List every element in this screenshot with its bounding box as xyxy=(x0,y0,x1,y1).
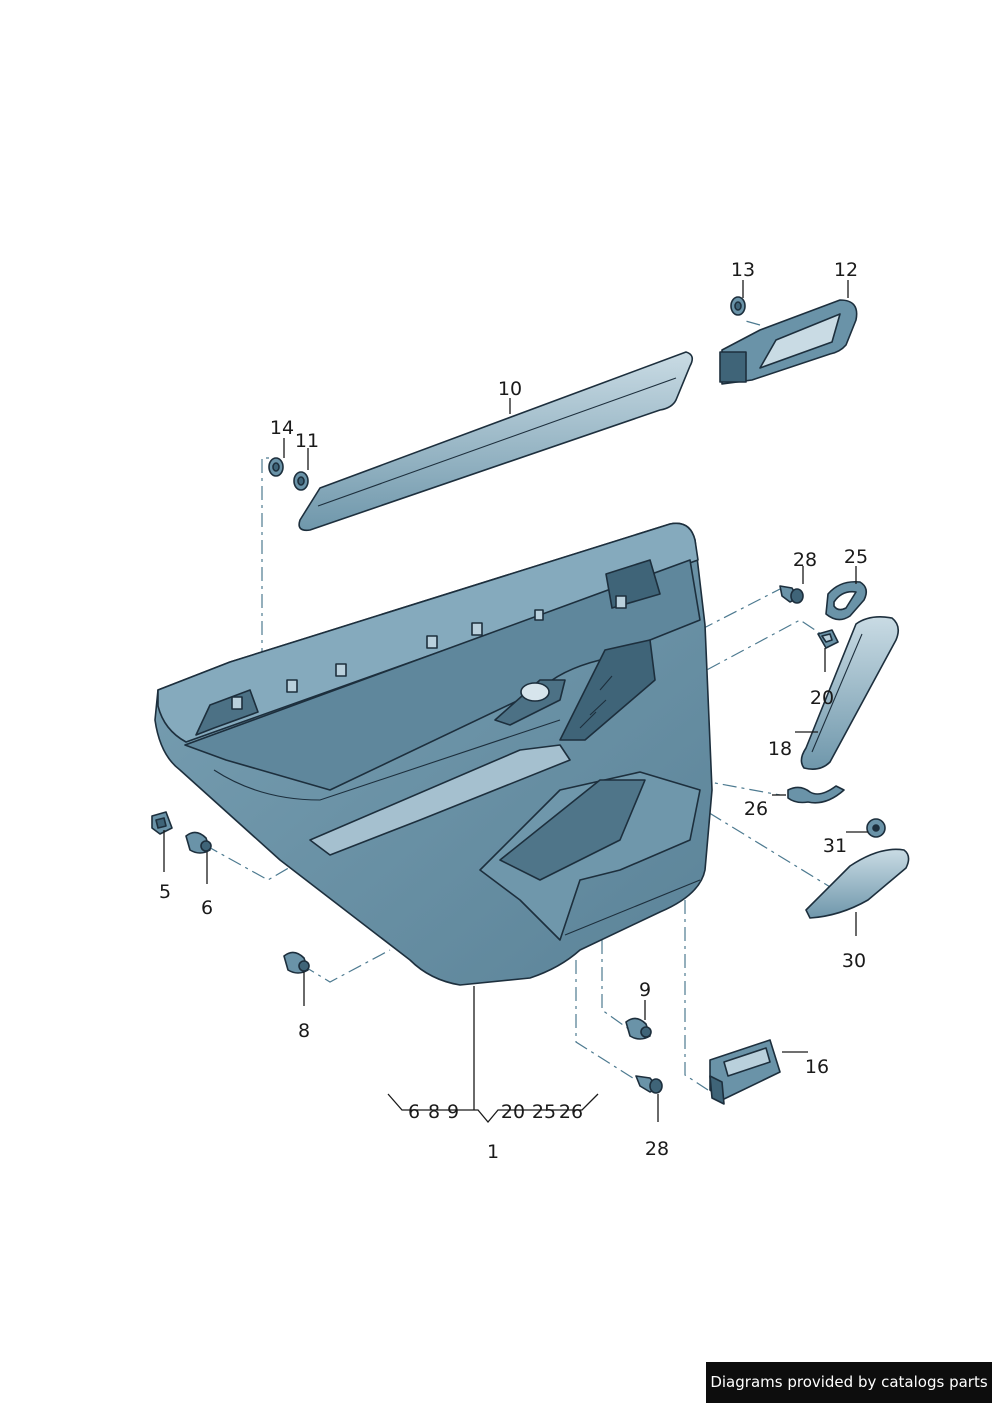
upper-trim-strip xyxy=(298,351,694,532)
credit-banner: Diagrams provided by catalogs parts xyxy=(706,1362,992,1403)
door-trim-panel xyxy=(154,522,713,986)
callout-26-right: 26 xyxy=(744,798,768,820)
assembly-ref-8: 8 xyxy=(428,1101,440,1123)
callout-14: 14 xyxy=(270,417,294,439)
assembly-ref-26: 26 xyxy=(559,1101,583,1123)
callout-1: 1 xyxy=(487,1141,499,1163)
callout-11: 11 xyxy=(295,430,319,452)
clip-9 xyxy=(625,1017,652,1040)
leader-lines xyxy=(163,280,868,1124)
callout-9: 9 xyxy=(639,979,651,1001)
assembly-ref-20: 20 xyxy=(501,1101,525,1123)
clip-20 xyxy=(817,629,839,649)
callout-12: 12 xyxy=(834,259,858,281)
clip-5 xyxy=(151,811,173,835)
inner-door-handle xyxy=(719,299,858,385)
assembly-ref-6: 6 xyxy=(408,1101,420,1123)
callout-31: 31 xyxy=(823,835,847,857)
callout-28-upper: 28 xyxy=(793,549,817,571)
callout-28-lower: 28 xyxy=(645,1138,669,1160)
cap-11 xyxy=(293,471,309,491)
screw-28-lower xyxy=(635,1075,663,1094)
nut-31 xyxy=(866,818,886,838)
grab-handle-18 xyxy=(800,616,900,770)
clip-8 xyxy=(283,951,310,974)
callout-10: 10 xyxy=(498,378,522,400)
callout-5: 5 xyxy=(159,881,171,903)
callout-8: 8 xyxy=(298,1020,310,1042)
assembly-ref-9: 9 xyxy=(447,1101,459,1123)
callout-30: 30 xyxy=(842,950,866,972)
cap-13 xyxy=(730,296,746,316)
callout-25: 25 xyxy=(844,546,868,568)
callout-20-right: 20 xyxy=(810,687,834,709)
callout-13: 13 xyxy=(731,259,755,281)
callout-labels: 13 12 10 14 11 28 25 20 18 26 31 30 5 6 … xyxy=(159,259,868,1163)
cap-14 xyxy=(268,457,284,477)
assembly-ref-25: 25 xyxy=(532,1101,556,1123)
bezel-25 xyxy=(825,580,868,621)
switch-16 xyxy=(709,1039,781,1105)
screw-28-upper xyxy=(779,585,804,604)
seal-26 xyxy=(787,785,845,804)
clip-6 xyxy=(185,831,212,854)
callout-18: 18 xyxy=(768,738,792,760)
callout-16: 16 xyxy=(805,1056,829,1078)
cover-30 xyxy=(805,848,910,919)
callout-6: 6 xyxy=(201,897,213,919)
